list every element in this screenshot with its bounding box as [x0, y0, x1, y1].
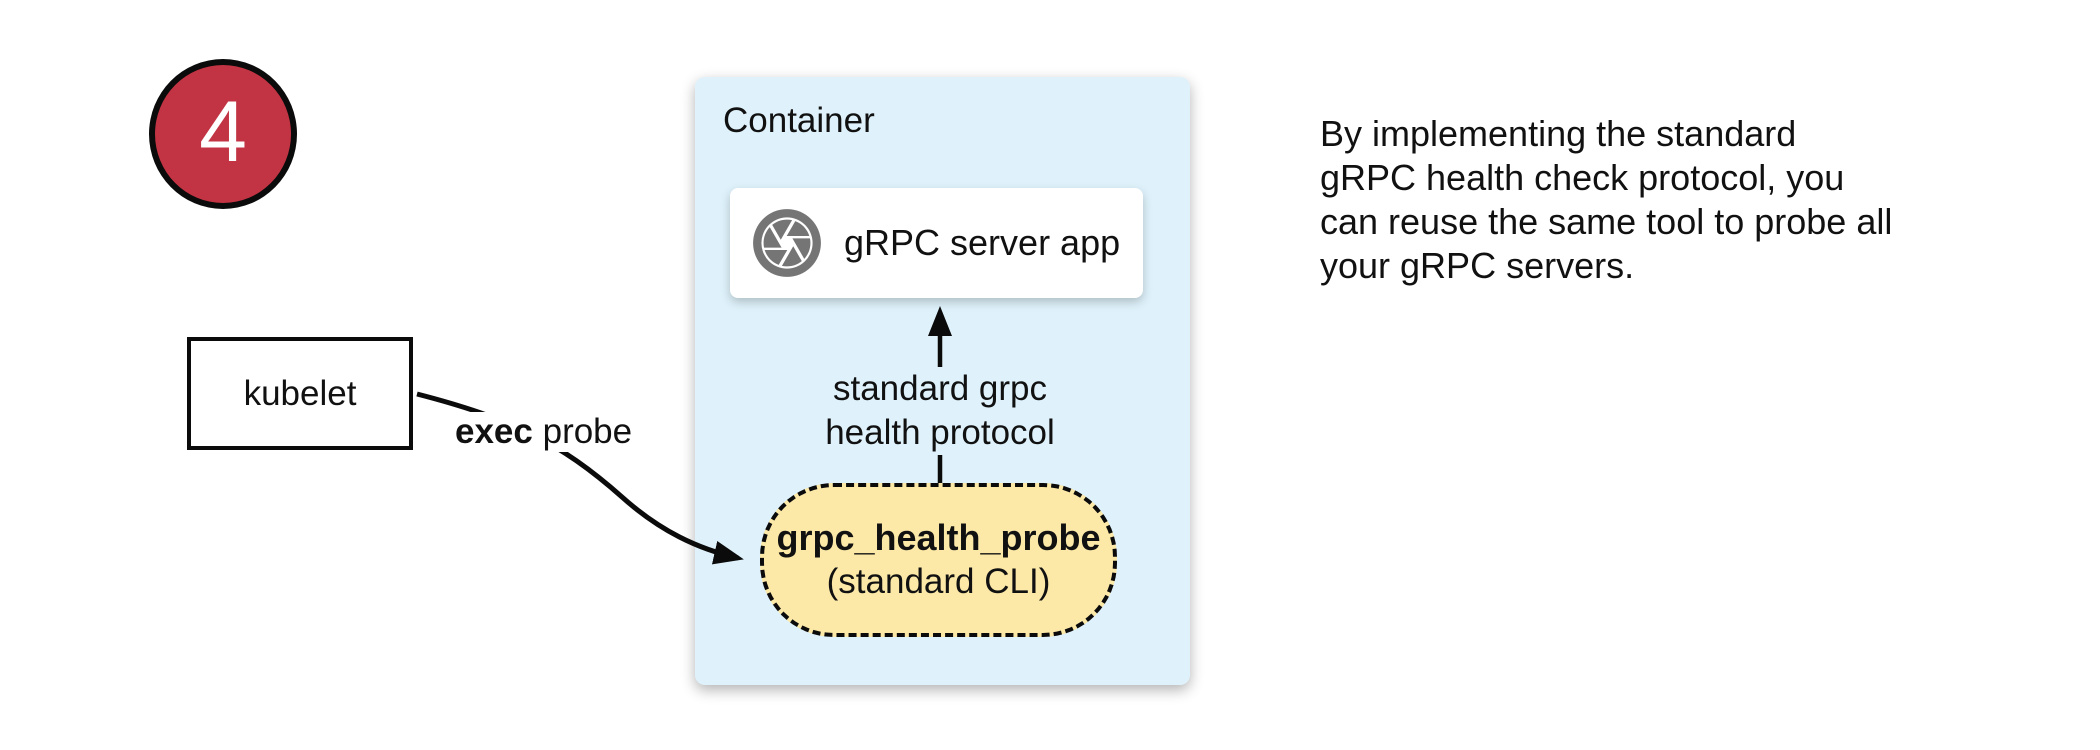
step-number: 4 — [199, 84, 247, 180]
exec-probe-label-rest: probe — [532, 412, 633, 451]
caption-line: gRPC health check protocol, you — [1320, 157, 1845, 198]
grpc-server-node: gRPC server app — [730, 188, 1143, 298]
grpc-server-label: gRPC server app — [844, 222, 1121, 263]
step-badge: 4 — [149, 59, 297, 209]
kubelet-label: kubelet — [243, 373, 357, 413]
health-protocol-label: standard grpc health protocol — [790, 367, 1090, 455]
caption-line: By implementing the standard — [1320, 113, 1797, 154]
health-protocol-label-line1: standard grpc — [832, 369, 1048, 408]
caption-line: your gRPC servers. — [1320, 245, 1635, 286]
grpc-health-probe-node: grpc_health_probe (standard CLI) — [760, 483, 1117, 637]
kubelet-node: kubelet — [187, 337, 413, 450]
exec-probe-label-bold: exec — [455, 412, 533, 451]
health-protocol-label-line2: health protocol — [825, 413, 1055, 452]
exec-probe-label: exec probe — [449, 412, 639, 452]
aperture-icon — [753, 209, 821, 277]
caption-text: By implementing the standard gRPC health… — [1320, 112, 1892, 288]
grpc-health-probe-label: grpc_health_probe — [776, 517, 1101, 558]
container-label: Container — [723, 101, 875, 140]
grpc-health-probe-sublabel: (standard CLI) — [826, 562, 1051, 601]
caption-line: can reuse the same tool to probe all — [1320, 201, 1893, 242]
